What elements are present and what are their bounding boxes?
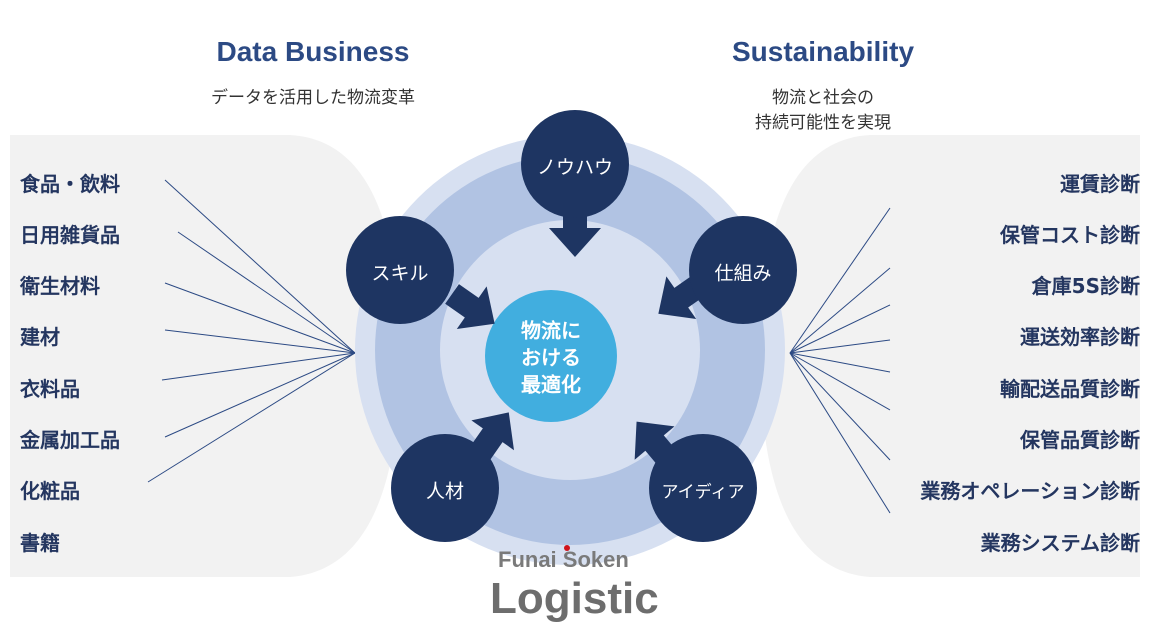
list-item: 業務システム診断 <box>980 531 1140 555</box>
right-title: Sustainability <box>731 36 915 67</box>
node-skill <box>346 216 454 324</box>
node-label-knowhow: ノウハウ <box>536 156 614 179</box>
left-panel <box>10 135 400 577</box>
right-connector-lines <box>789 207 891 514</box>
list-item: 金属加工品 <box>20 428 120 452</box>
left-title: Data Business <box>216 36 410 67</box>
center-circle <box>485 290 617 422</box>
right-panel <box>760 135 1140 577</box>
center-line-2: おける <box>521 345 581 370</box>
list-item: 倉庫5S診断 <box>1031 274 1140 298</box>
node-idea <box>649 434 757 542</box>
list-item: 輸配送品質診断 <box>1000 377 1140 401</box>
list-item: 書籍 <box>20 531 60 555</box>
node-people <box>391 434 499 542</box>
center-line-1: 物流に <box>521 318 581 343</box>
list-item: 建材 <box>20 325 60 349</box>
node-label-mechanism: 仕組み <box>714 262 772 285</box>
list-item: 化粧品 <box>20 479 80 503</box>
list-item: 保管コスト診断 <box>1000 223 1140 247</box>
center-line-3: 最適化 <box>521 372 581 397</box>
right-subtitle-line1: 物流と社会の <box>772 88 874 108</box>
list-item: 運賃診断 <box>1060 172 1140 196</box>
right-subtitle-line2: 持続可能性を実現 <box>755 113 891 133</box>
list-item: 日用雑貨品 <box>20 223 120 247</box>
list-item: 保管品質診断 <box>1020 428 1140 452</box>
list-item: 食品・飲料 <box>20 172 120 196</box>
node-label-idea: アイディア <box>661 482 745 503</box>
node-knowhow <box>521 110 629 218</box>
node-label-people: 人材 <box>425 480 465 503</box>
arrow-from-skill <box>445 284 495 330</box>
left-connector-lines <box>147 179 356 483</box>
node-mechanism <box>689 216 797 324</box>
logo-dot <box>564 545 570 551</box>
list-item: 衣料品 <box>20 377 80 401</box>
node-label-skill: スキル <box>371 262 429 285</box>
logo-product: Logistic <box>490 574 659 623</box>
logo-company: Funai Soken <box>498 547 629 572</box>
center-label: 物流に おける 最適化 <box>521 318 581 399</box>
arrow-from-knowhow <box>549 200 601 257</box>
left-subtitle: データを活用した物流変革 <box>211 88 415 108</box>
list-item: 運送効率診断 <box>1020 325 1140 349</box>
list-item: 衛生材料 <box>20 274 100 298</box>
list-item: 業務オペレーション診断 <box>920 479 1140 503</box>
